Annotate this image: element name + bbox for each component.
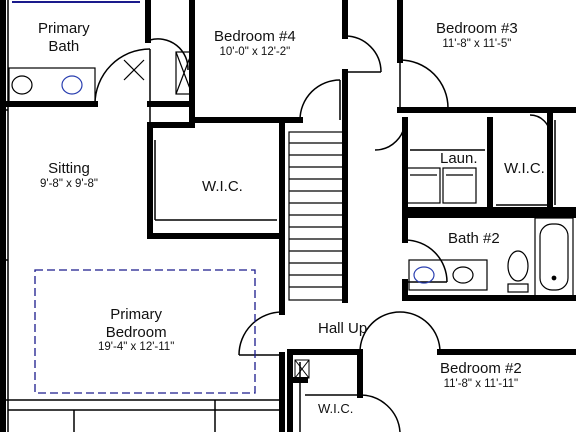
hall-name: Hall Up xyxy=(318,320,368,337)
primary-bath-line1: Primary xyxy=(38,20,90,37)
primary-bath-label: Primary Bath xyxy=(38,20,90,55)
laundry-appliances xyxy=(406,167,477,204)
tray-ceiling-outline xyxy=(34,269,256,394)
primary-bedroom-label: Primary Bedroom 19'-4" x 12'-11" xyxy=(98,306,174,354)
primary-bedroom-dims: 19'-4" x 12'-11" xyxy=(98,341,175,354)
bedroom4-name: Bedroom #4 xyxy=(214,28,296,45)
bedroom3-label: Bedroom #3 11'-8" x 11'-5" xyxy=(436,20,518,50)
sitting-dims: 9'-8" x 9'-8" xyxy=(40,177,98,190)
primary-bath-line2: Bath xyxy=(48,37,80,55)
stairs xyxy=(288,131,346,301)
laundry-name: Laun. xyxy=(440,150,478,167)
wic-bed2-label: W.I.C. xyxy=(318,400,353,418)
wic-primary-name: W.I.C. xyxy=(202,178,243,195)
primary-bedroom-line1: Primary xyxy=(110,306,162,323)
bedroom4-dims: 10'-0" x 12'-2" xyxy=(219,45,291,58)
bedroom4-label: Bedroom #4 10'-0" x 12'-2" xyxy=(214,28,296,58)
bath2-label: Bath #2 xyxy=(448,230,500,248)
bedroom2-label: Bedroom #2 11'-8" x 11'-11" xyxy=(440,360,522,390)
wic-bed2-name: W.I.C. xyxy=(318,401,354,416)
door-swings xyxy=(94,35,551,432)
sitting-name: Sitting xyxy=(48,160,90,177)
bedroom2-dims: 11'-8" x 11'-11" xyxy=(443,377,519,390)
bedroom2-name: Bedroom #2 xyxy=(440,360,522,377)
wic-bed3-name: W.I.C. xyxy=(504,160,545,177)
sitting-label: Sitting 9'-8" x 9'-8" xyxy=(40,160,98,190)
primary-bedroom-line2: Bedroom xyxy=(105,323,167,341)
hall-label: Hall Up xyxy=(318,320,367,338)
bedroom3-name: Bedroom #3 xyxy=(436,20,518,37)
bedroom3-dims: 11'-8" x 11'-5" xyxy=(442,37,512,50)
primary-bath-vanity xyxy=(8,51,193,103)
bath2-name: Bath #2 xyxy=(448,230,500,247)
closet-shelves xyxy=(294,359,310,379)
wic-bed3-label: W.I.C. xyxy=(504,160,545,178)
wic-primary-label: W.I.C. xyxy=(202,178,243,196)
bath2-fixtures xyxy=(408,217,574,297)
laundry-label: Laun. xyxy=(440,150,478,168)
